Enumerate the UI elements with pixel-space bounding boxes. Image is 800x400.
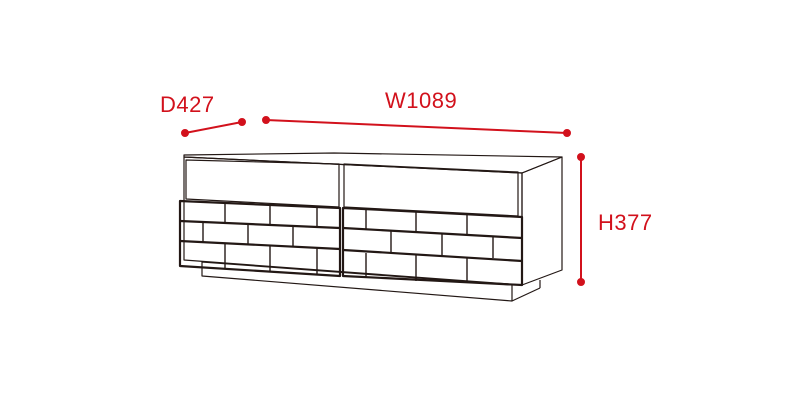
upper-drawer-left [185,159,340,208]
lower-drawer-left [178,199,342,278]
brick-joints [202,203,494,283]
depth-end-dot [181,129,189,137]
cabinet-top-surface [183,152,563,174]
dimension-lines [181,116,585,286]
plinth-side-edge [511,287,541,302]
width-end-dot [262,116,270,124]
brick-drawer-rows [178,199,524,287]
width-dimension-line [265,119,568,134]
brick-row-line [342,248,523,263]
cabinet-plinth [201,261,513,302]
brick-row-line [179,219,341,230]
height-end-dot [577,278,585,286]
height-label: H377 [598,210,653,235]
cabinet-front-face [183,156,523,286]
depth-dimension-line [184,121,243,134]
width-end-dot [563,129,571,137]
brick-row-line [179,239,341,251]
depth-label: D427 [160,92,215,117]
brick-row-line [342,226,523,240]
height-end-dot [577,153,585,161]
cabinet-side-face [521,156,563,286]
lower-drawer-right [341,206,524,287]
cabinet-outline [183,152,563,302]
width-label: W1089 [385,88,458,113]
depth-end-dot [238,118,246,126]
